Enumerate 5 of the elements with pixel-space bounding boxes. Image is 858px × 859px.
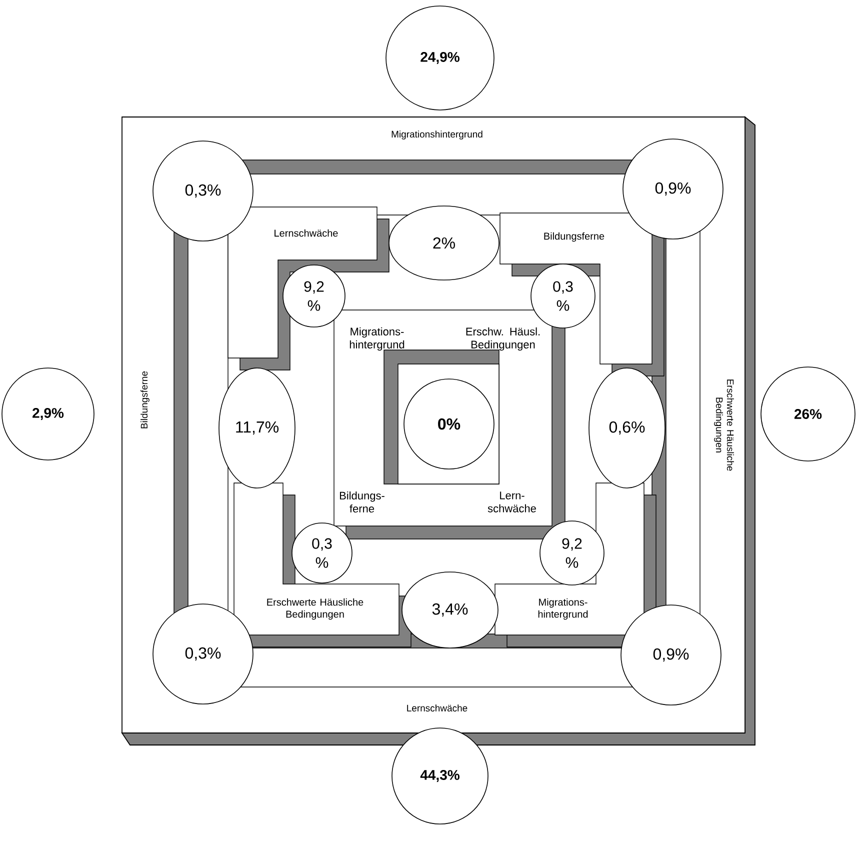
box-label: Bildungs- ferne: [340, 491, 384, 513]
frame-label: Migrationshintergrund: [392, 130, 482, 140]
frame-label: Bildungsferne: [140, 371, 150, 428]
frame-label: Lernschwäche: [407, 704, 468, 712]
frame-label: Erschwerte Häusliche Bedingungen: [714, 380, 734, 471]
